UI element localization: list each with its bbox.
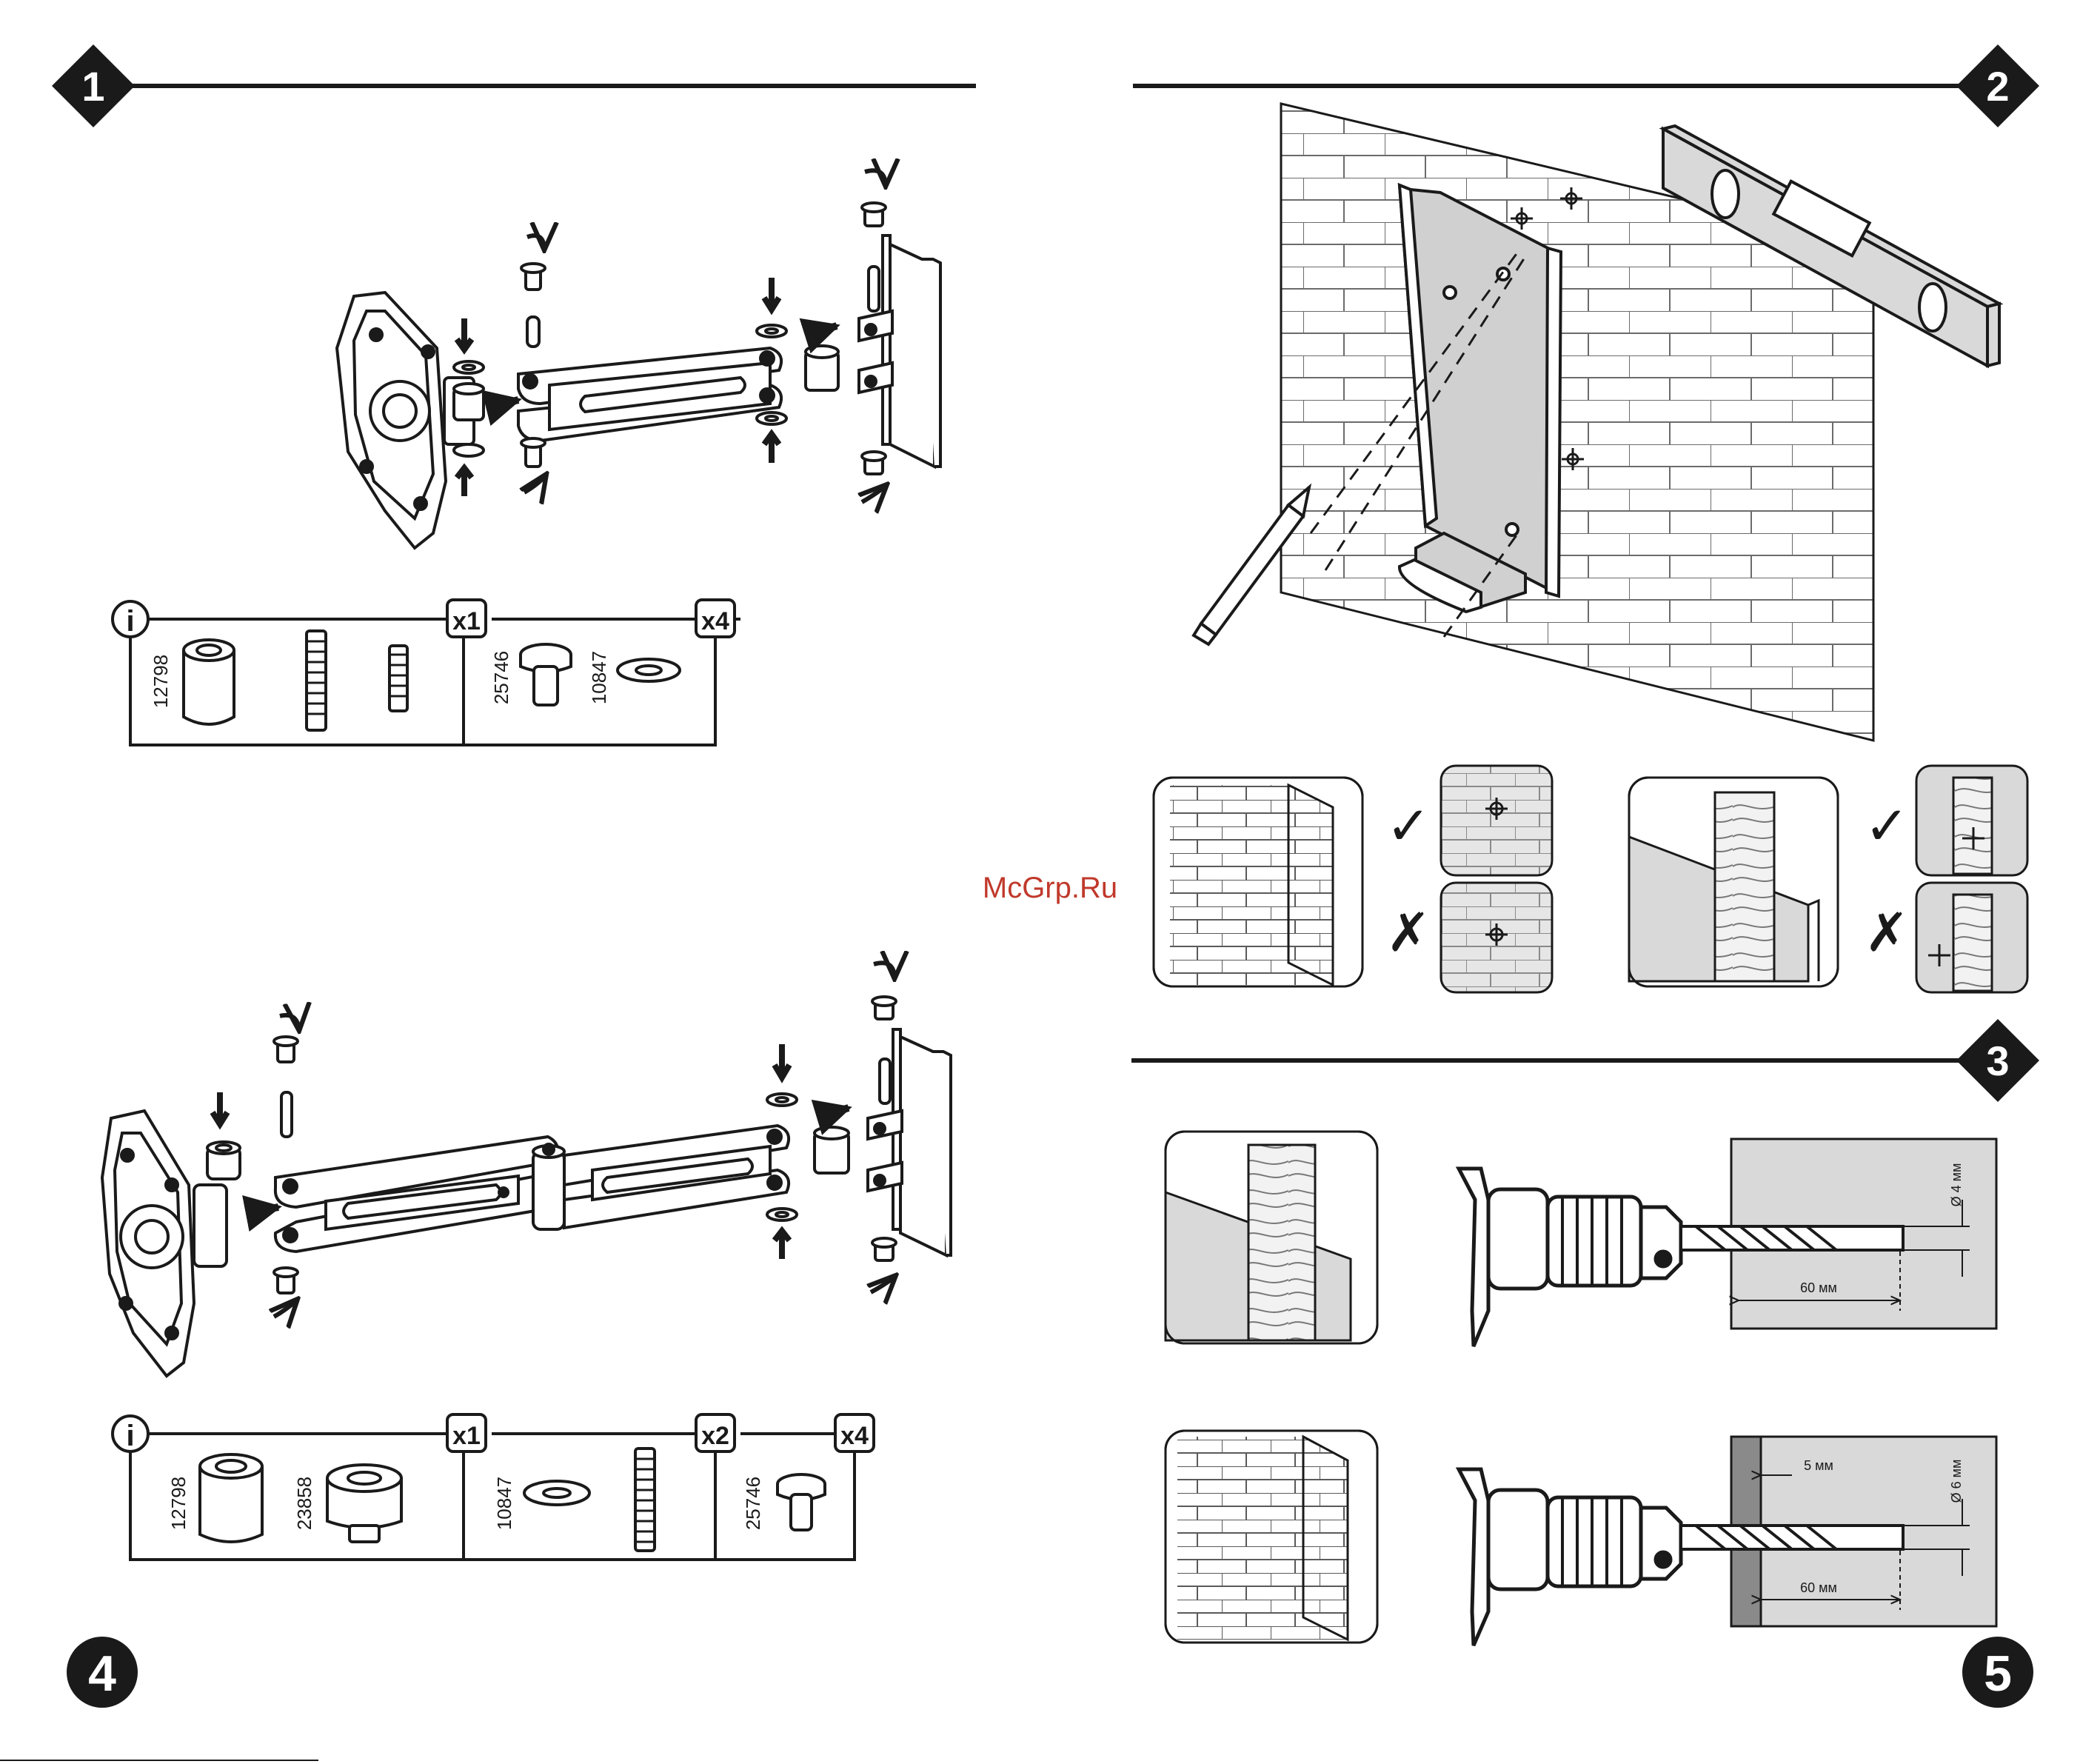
page-number-right-text: 5	[1984, 1646, 2012, 1702]
qty-x4-badge: x4	[701, 607, 729, 635]
qty-x2-badge: x2	[701, 1422, 729, 1450]
drill-depth-label: 60 мм	[1800, 1280, 1837, 1295]
wall-plate	[1400, 185, 1561, 612]
step-2-header: 2	[1133, 44, 2039, 127]
wall-type-check: ✓ ✗ ✓ ✗	[1154, 766, 2027, 992]
part-number-spacer: 12798	[167, 1477, 190, 1530]
qty-x4-badge: x4	[840, 1422, 869, 1450]
drill-diameter-label: Ø 4 мм	[1949, 1163, 1964, 1207]
wall-mount-illustration	[1194, 104, 1999, 741]
page-number-left-text: 4	[88, 1646, 116, 1702]
ok-mark: ✓	[1865, 797, 1909, 856]
page-number-left: 4	[67, 1637, 138, 1708]
parts-table-double-arm: i x1 x2 x4 12798 23858 10847 25746	[113, 1414, 874, 1560]
part-number-washer: 10847	[588, 651, 610, 704]
drill-brick: 5 мм 60 мм Ø 6 мм	[1166, 1431, 1996, 1646]
ok-mark: ✓	[1386, 797, 1431, 856]
page-number-right: 5	[1962, 1637, 2033, 1708]
drill-wood-stud: 60 мм Ø 4 мм	[1166, 1132, 1996, 1346]
part-number-washer: 10847	[493, 1477, 515, 1530]
step-1-number: 1	[81, 63, 104, 110]
parts-table-single-arm: i x1 x4 12798 25746 10847	[113, 600, 740, 745]
wrong-mark: ✗	[1386, 903, 1431, 963]
tv-plate-drawing	[337, 293, 474, 548]
part-number-spacer: 12798	[150, 655, 172, 708]
step-3-number: 3	[1986, 1038, 2009, 1084]
drill-depth-label: 60 мм	[1800, 1580, 1837, 1595]
part-number-screw: 25746	[742, 1477, 764, 1530]
assembly-double-arm	[102, 963, 951, 1376]
drill-diameter-label: Ø 6 мм	[1949, 1460, 1964, 1503]
part-number-screw: 25746	[490, 651, 512, 704]
step-3-header: 3	[1131, 1019, 2039, 1102]
assembly-single-arm	[337, 170, 940, 548]
part-number-bushing: 23858	[293, 1477, 315, 1530]
plaster-depth-label: 5 мм	[1804, 1458, 1833, 1473]
info-icon: i	[126, 605, 134, 638]
step-2-number: 2	[1986, 63, 2009, 110]
step-1-header: 1	[52, 44, 976, 127]
info-icon: i	[126, 1420, 134, 1452]
wrong-mark: ✗	[1865, 903, 1909, 963]
watermark: McGrp.Ru	[983, 872, 1117, 904]
qty-x1-badge: x1	[452, 1422, 481, 1450]
qty-x1-badge: x1	[452, 607, 481, 635]
